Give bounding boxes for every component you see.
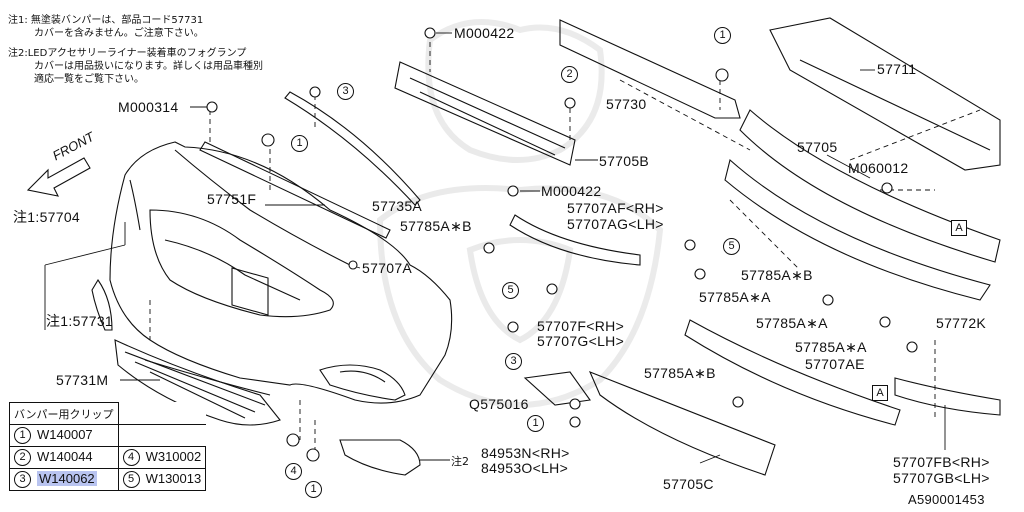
label-57707ae: 57707AE	[805, 356, 865, 372]
callout-1: 1	[527, 415, 544, 432]
note-2-line-2: カバーは用品扱いになります。詳しくは用品車種別	[34, 61, 263, 72]
label-57785ab-2: 57785A∗B	[741, 267, 813, 283]
beam-57711	[769, 17, 1001, 171]
clip-code: W310002	[145, 448, 202, 464]
label-57735a: 57735A	[372, 198, 423, 214]
bumper-face-57704	[109, 141, 453, 404]
clip-number: 2	[14, 449, 31, 467]
under-cover-57705c	[588, 370, 776, 476]
clip-code-highlighted: W140062	[37, 470, 97, 486]
callout-1: 1	[714, 27, 731, 44]
label-m000314: M000314	[118, 99, 179, 115]
watermark-emblem	[376, 19, 664, 408]
callout-4: 4	[285, 463, 302, 480]
label-m000422-mid: M000422	[541, 183, 602, 199]
label-57705c: 57705C	[663, 476, 714, 492]
label-57707g: 57707G<LH>	[537, 333, 625, 349]
label-q575016: Q575016	[469, 396, 529, 412]
front-arrow-icon	[26, 157, 91, 197]
label-57705b: 57705B	[599, 153, 650, 169]
callout-5: 5	[502, 282, 519, 299]
side-cover-57731	[91, 278, 113, 331]
clip-code: W130013	[145, 470, 202, 486]
clip-number: 5	[122, 471, 140, 489]
callout-1: 1	[291, 135, 308, 152]
diagram-reference-code: A590001453	[908, 492, 985, 507]
label-57707f: 57707F<RH>	[537, 318, 625, 334]
label-57785aa-2: 57785A∗A	[756, 315, 828, 331]
note-2-line-3: 適応一覧をご覧下さい。	[34, 74, 144, 85]
label-57731: 注1:57731	[46, 313, 114, 329]
upper-strip-57751f	[199, 141, 391, 239]
callout-3: 3	[337, 83, 354, 100]
table-row: 1 W140007	[9, 424, 206, 447]
table-row: 3 W140062 5 W130013	[9, 468, 207, 491]
label-57707a: 57707A	[362, 260, 413, 276]
label-57785aa-1: 57785A∗A	[699, 289, 771, 305]
note-1-line-1: 注1: 無塗装バンパーは、部品コード57731	[8, 15, 204, 26]
label-84953o: 84953O<LH>	[481, 460, 569, 476]
label-57785ab-3: 57785A∗B	[644, 365, 716, 381]
label-57785ab-1: 57785A∗B	[400, 218, 472, 234]
bracket-57707af	[509, 214, 641, 266]
label-57751f: 57751F	[207, 191, 257, 207]
note-1-line-2: カバーを含みません。ご注意下さい。	[34, 28, 204, 39]
lower-grille-57731m	[114, 339, 281, 426]
callout-3: 3	[505, 353, 522, 370]
label-57730: 57730	[606, 96, 647, 112]
label-57707ag: 57707AG<LH>	[567, 216, 664, 232]
trim-57735a	[284, 91, 421, 206]
grille-57705b	[394, 61, 576, 166]
label-57707fb: 57707FB<RH>	[893, 454, 990, 470]
lower-beam-57772k	[724, 158, 991, 301]
label-57785aa-3: 57785A∗A	[795, 339, 867, 355]
bracket-57707fb	[894, 377, 1001, 416]
callout-2: 2	[561, 66, 578, 83]
callout-1: 1	[305, 481, 322, 498]
fasteners	[206, 27, 918, 462]
clip-table-header: バンパー用クリップ	[9, 402, 119, 425]
reference-box-a-1: A	[951, 220, 967, 236]
absorber-57705	[739, 109, 1001, 263]
label-note2-ref: 注2	[451, 455, 469, 468]
fog-cover-84953	[339, 439, 421, 476]
clip-number: 3	[14, 471, 31, 489]
label-m000422-top: M000422	[454, 25, 515, 41]
bracket-57730	[559, 19, 741, 119]
clip-number: 4	[122, 449, 140, 467]
label-57704: 注1:57704	[13, 209, 81, 225]
label-m060012: M060012	[848, 160, 909, 176]
bracket-57707f	[523, 371, 591, 406]
callout-5: 5	[723, 238, 740, 255]
label-84953n: 84953N<RH>	[481, 445, 570, 461]
clip-code: W140044	[37, 448, 93, 464]
table-row: 2 W140044 4 W310002	[9, 446, 207, 469]
reference-box-a-2: A	[872, 385, 888, 401]
label-57711: 57711	[877, 61, 917, 77]
label-57705: 57705	[797, 139, 838, 155]
bracket-57707ae	[684, 319, 901, 426]
label-57731m: 57731M	[56, 372, 109, 388]
note-2-line-1: 注2:LEDアクセサリーライナー装着車のフォグランプ	[8, 48, 247, 59]
bumper-clip-table: バンパー用クリップ 1 W140007 2 W140044 4 W310002 3 W1…	[9, 402, 207, 491]
clip-number: 1	[14, 427, 31, 445]
clip-code: W140007	[37, 426, 93, 442]
label-57707gb: 57707GB<LH>	[893, 470, 990, 486]
label-57772k: 57772K	[936, 315, 987, 331]
label-57707af: 57707AF<RH>	[567, 200, 664, 216]
leader-lines	[44, 32, 946, 464]
